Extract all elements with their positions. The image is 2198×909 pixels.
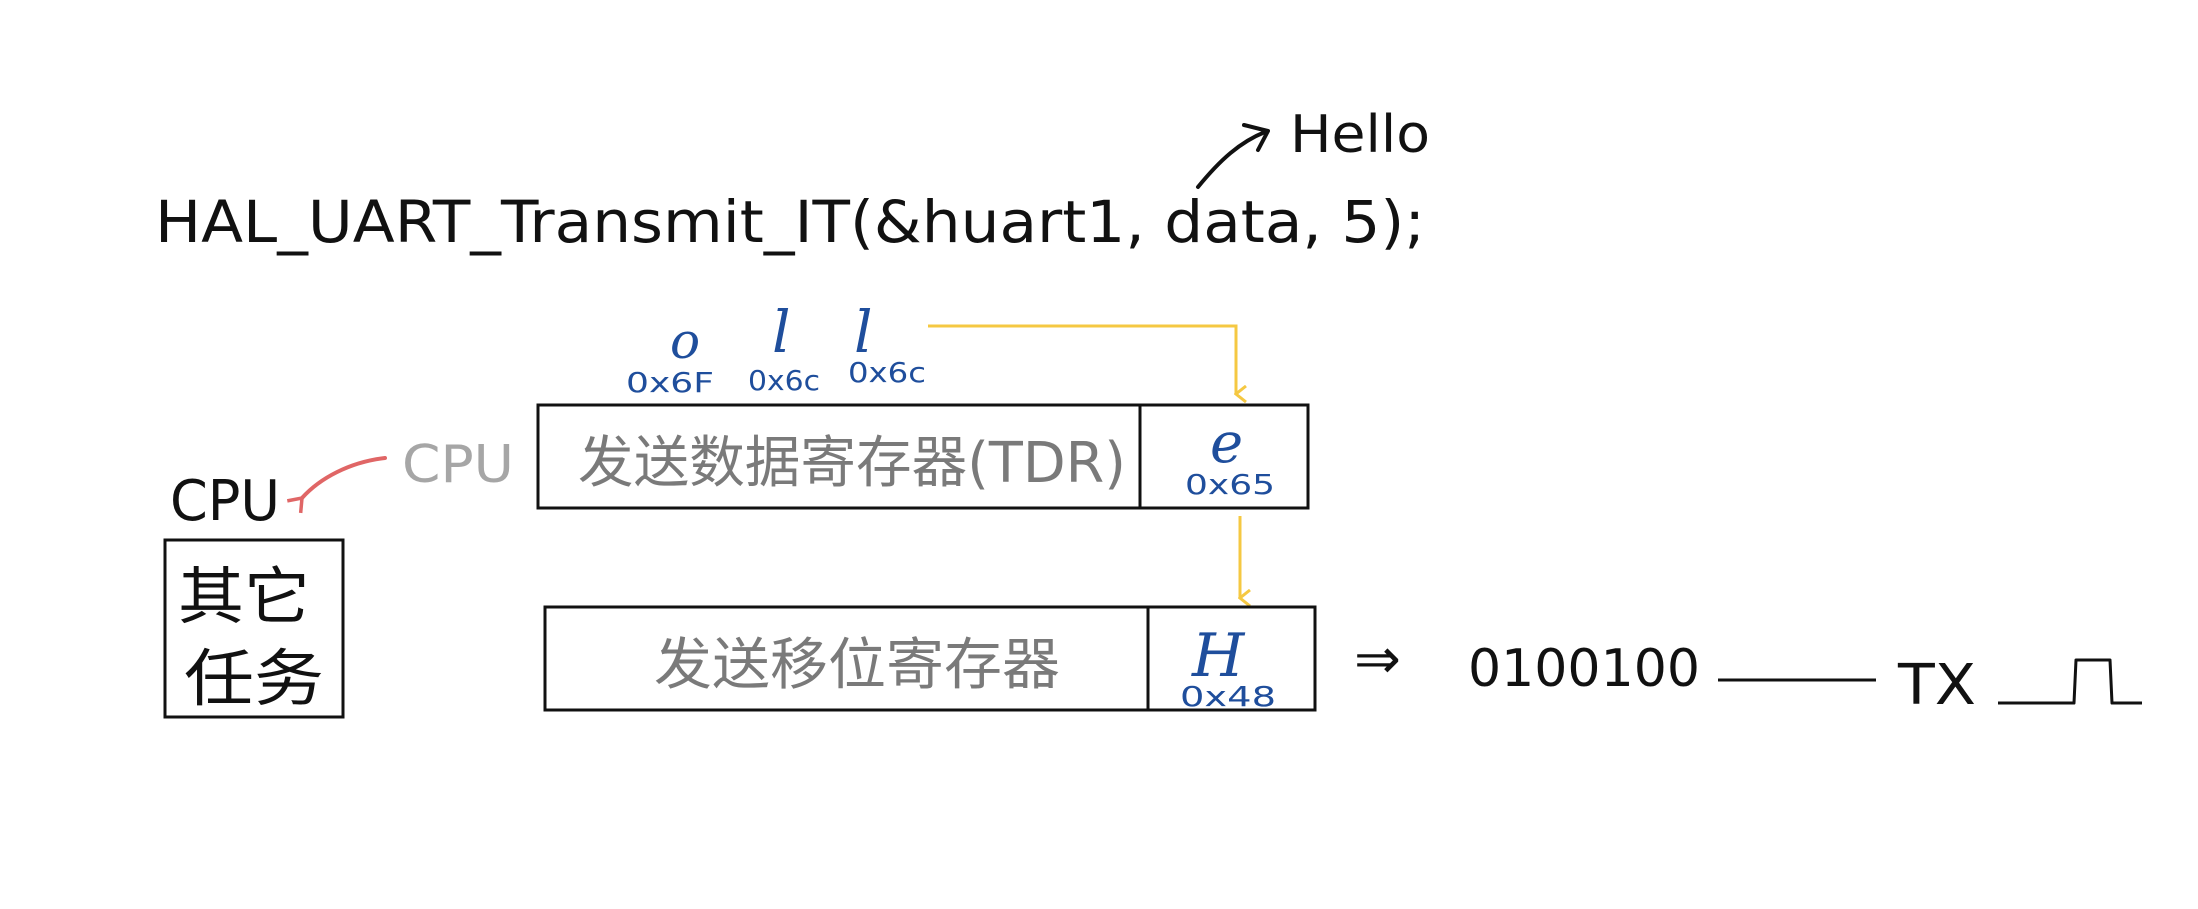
queue-char-l1: l [772,298,791,366]
shift-register-hex: 0x48 [1180,680,1276,713]
queue-char-o: o [670,312,700,370]
hello-arrow-icon [1196,130,1267,189]
shift-register-label: 发送移位寄存器 [654,633,1060,698]
shift-register-box [543,605,1317,712]
tx-waveform [1998,658,2142,705]
tdr-hex: 0x65 [1185,468,1275,501]
hello-arrowhead-icon [1242,123,1270,152]
cpu-task-line2: 任务 [184,642,324,715]
cpu-side-label: CPU [402,435,514,495]
queue-hex-o: 0x6F [626,366,714,399]
cpu-other-tasks-box [163,538,345,719]
tdr-register-box [536,403,1310,510]
queue-hex-l2: 0x6c [848,356,926,389]
tdr-label: 发送数据寄存器(TDR) [578,431,1126,496]
tx-pin-label: TX [1897,653,1976,718]
shift-register-char: H [1191,621,1246,691]
output-bits: 0100100 [1468,639,1700,699]
cpu-title: CPU [170,469,280,534]
output-double-arrow-icon: ⇒ [1354,627,1401,692]
queue-hex-l1: 0x6c [748,364,820,397]
function-call-text: HAL_UART_Transmit_IT(&huart1, data, 5); [155,188,1425,256]
cpu-red-arrow [286,456,387,514]
tdr-char: e [1210,411,1243,476]
queue-char-l2: l [854,298,873,366]
cpu-task-line1: 其它 [178,560,310,633]
hello-annotation: Hello [1290,105,1430,165]
queue-to-tdr-arrow [928,324,1236,394]
